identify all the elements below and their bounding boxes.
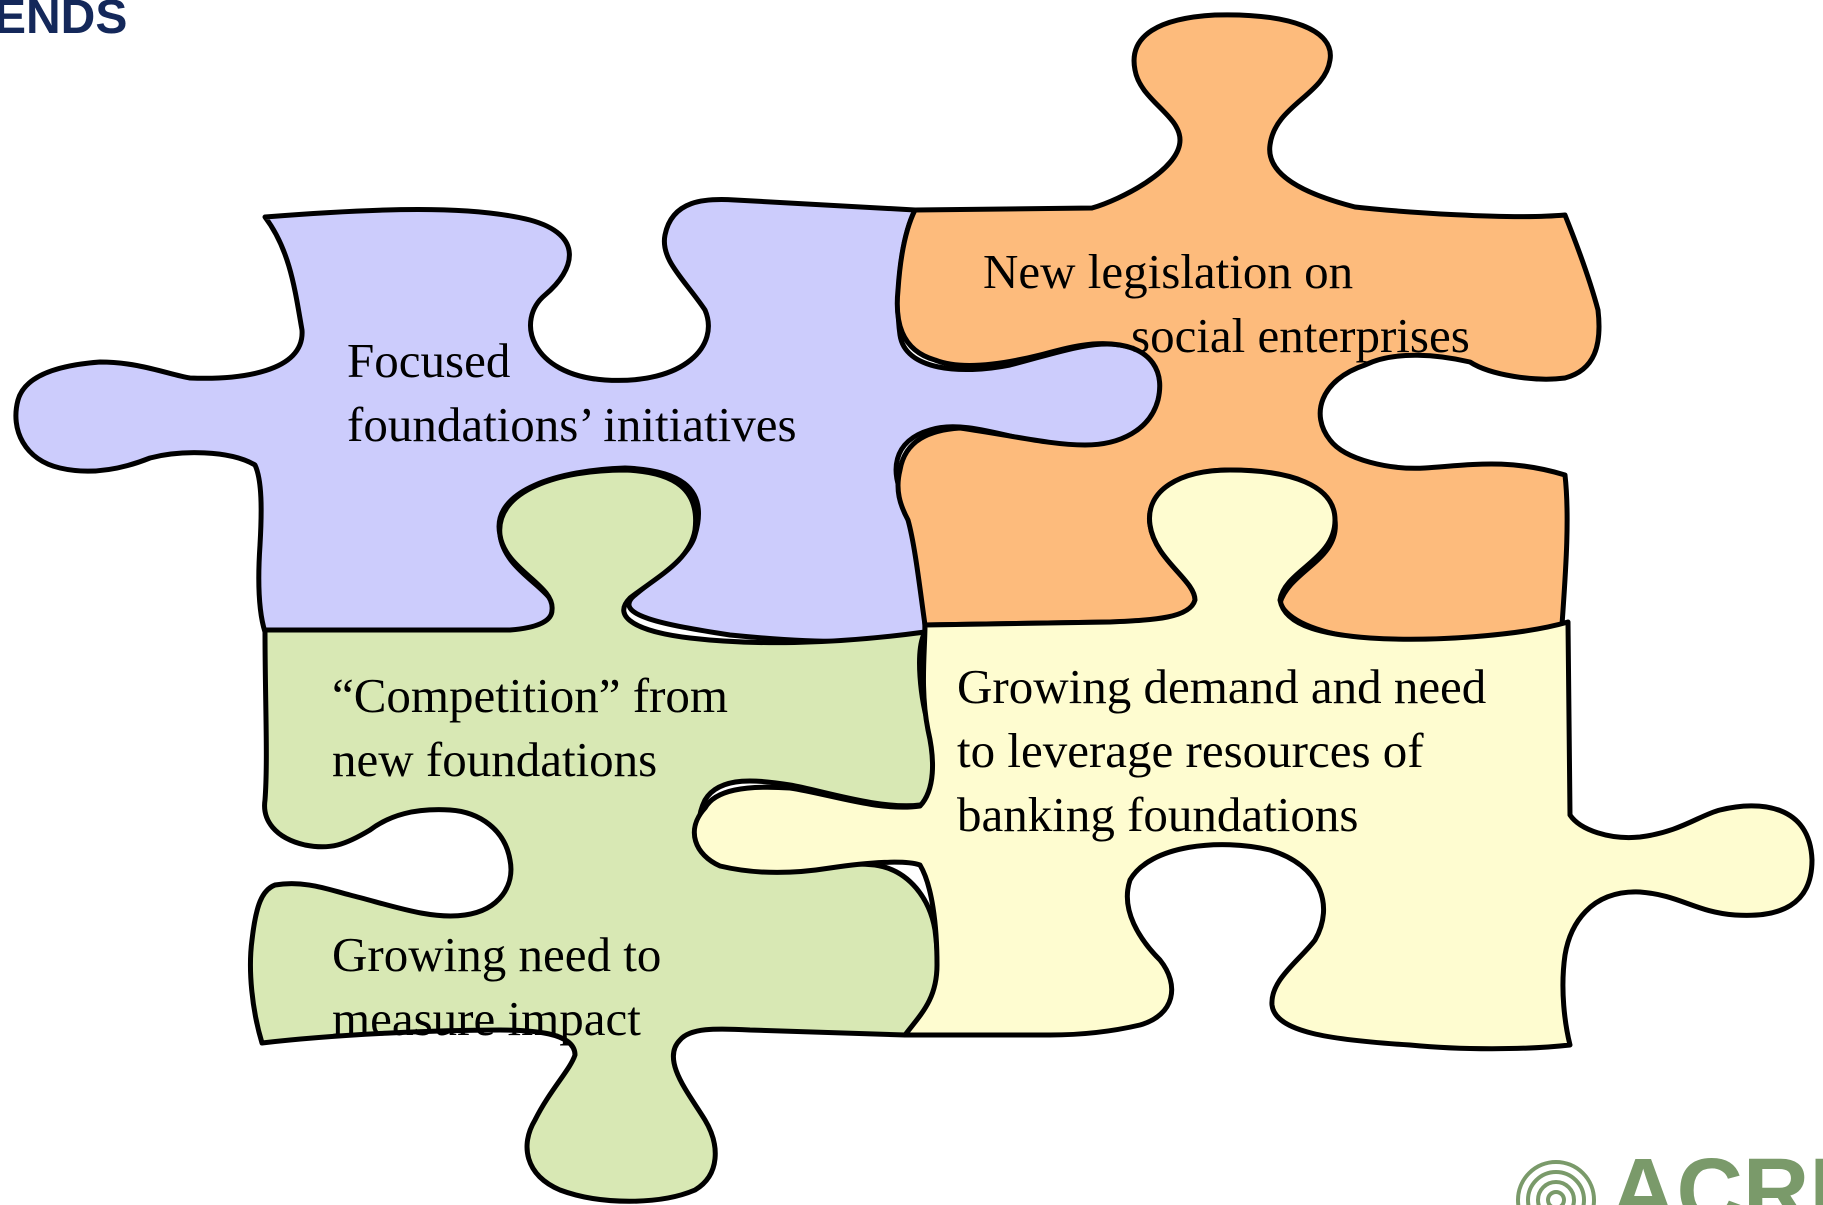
spiral-logo-icon bbox=[1516, 1160, 1596, 1205]
label-demand: Growing demand and need to leverage reso… bbox=[957, 655, 1486, 847]
label-legislation-line1: New legislation on bbox=[983, 244, 1354, 299]
label-measure: Growing need to measure impact bbox=[332, 923, 661, 1051]
logo-text: ACRI bbox=[1610, 1140, 1823, 1205]
label-measure-line1: Growing need to bbox=[332, 927, 662, 982]
label-demand-line3: banking foundations bbox=[957, 787, 1359, 842]
label-competition: “Competition” from new foundations bbox=[332, 664, 728, 792]
label-measure-line2: measure impact bbox=[332, 991, 641, 1046]
label-focused-line1: Focused bbox=[347, 333, 511, 388]
puzzle-piece-competition bbox=[247, 467, 941, 1204]
label-competition-line1: “Competition” from bbox=[332, 668, 728, 723]
label-demand-line2: to leverage resources of bbox=[957, 723, 1424, 778]
slide-title: ENDS bbox=[0, 0, 128, 44]
label-focused: Focused foundations’ initiatives bbox=[347, 329, 797, 457]
label-competition-line2: new foundations bbox=[332, 732, 658, 787]
label-demand-line1: Growing demand and need bbox=[957, 659, 1487, 714]
label-legislation: New legislation on social enterprises bbox=[983, 240, 1470, 368]
label-focused-line2: foundations’ initiatives bbox=[347, 397, 797, 452]
label-legislation-line2: social enterprises bbox=[1131, 308, 1470, 363]
puzzle-piece-demand bbox=[691, 467, 1815, 1052]
